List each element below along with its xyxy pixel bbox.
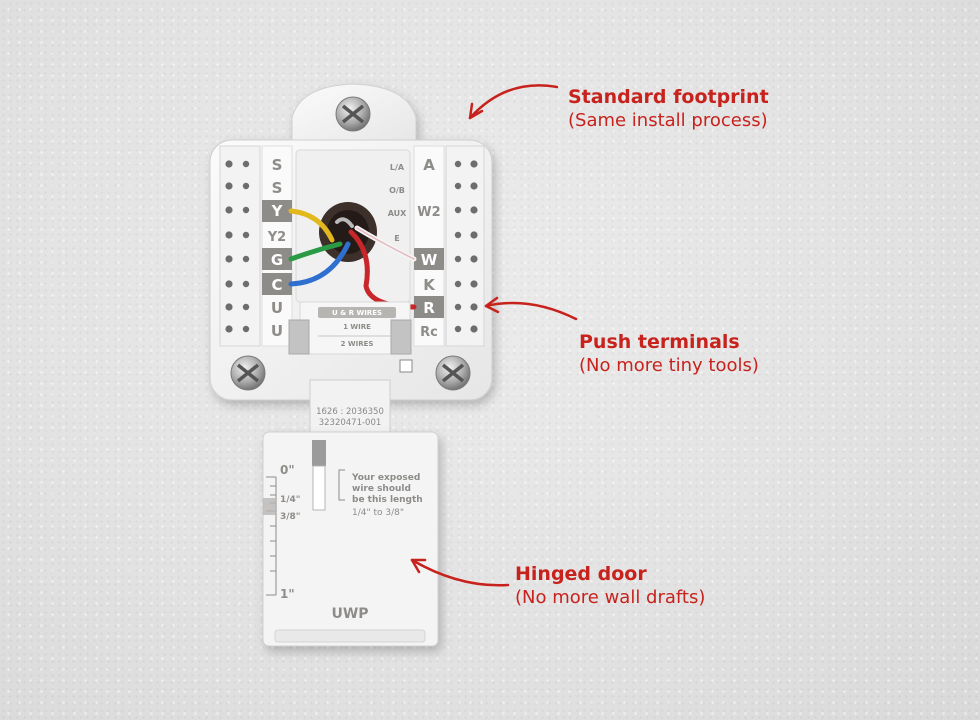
callout-hinged-door: Hinged door (No more wall drafts) bbox=[515, 562, 705, 610]
scale-zero: 0" bbox=[280, 463, 295, 477]
callout-title: Hinged door bbox=[515, 563, 647, 585]
left-push-holes bbox=[225, 160, 250, 333]
door-range: 1/4" to 3/8" bbox=[352, 508, 404, 518]
door-note-line2: wire should bbox=[352, 484, 411, 494]
callout-title: Standard footprint bbox=[568, 86, 769, 108]
scale-one: 1" bbox=[280, 587, 295, 601]
terminal-code-e: E bbox=[394, 234, 399, 243]
terminal-label-a: A bbox=[423, 156, 435, 174]
terminal-label-w2: W2 bbox=[417, 205, 440, 220]
occupied-terminal-tags bbox=[262, 200, 444, 318]
scale-three-eighths: 3/8" bbox=[280, 512, 301, 522]
callout-arrows bbox=[410, 84, 578, 587]
door-tab bbox=[312, 440, 326, 466]
callout-subtitle: (Same install process) bbox=[568, 110, 768, 131]
wire-guide-header: U & R WIRES bbox=[332, 309, 382, 317]
door-note-line3: be this length bbox=[352, 495, 423, 505]
door-brand: UWP bbox=[331, 606, 368, 622]
terminal-label-k: K bbox=[423, 276, 436, 294]
door-note-line1: Your exposed bbox=[351, 473, 420, 483]
screw-right bbox=[435, 355, 471, 391]
terminal-label-c: C bbox=[271, 276, 282, 294]
right-push-holes bbox=[454, 160, 478, 333]
terminal-label-y2: Y2 bbox=[267, 230, 286, 245]
callout-subtitle: (No more tiny tools) bbox=[579, 355, 759, 376]
terminal-label-rc: Rc bbox=[420, 325, 438, 340]
terminal-label-r: R bbox=[423, 299, 435, 317]
callout-title: Push terminals bbox=[579, 331, 740, 353]
hinged-door bbox=[262, 431, 439, 647]
terminal-label-w: W bbox=[421, 251, 438, 269]
callout-push-terminals: Push terminals (No more tiny tools) bbox=[579, 330, 759, 378]
part-number: 32320471-001 bbox=[319, 418, 382, 428]
wire-guide-one-wire: 1 WIRE bbox=[343, 323, 371, 331]
terminal-label-u1: U bbox=[271, 299, 283, 317]
door-hinge bbox=[309, 379, 391, 437]
terminal-label-g: G bbox=[271, 251, 283, 269]
model-code: 1626 : 2036350 bbox=[316, 407, 384, 417]
screw-left bbox=[230, 355, 266, 391]
terminal-label-u2: U bbox=[271, 322, 283, 340]
terminal-code-ob: O/B bbox=[389, 186, 405, 195]
callout-standard-footprint: Standard footprint (Same install process… bbox=[568, 85, 769, 133]
terminal-label-y: Y bbox=[271, 202, 284, 220]
terminal-code-la: L/A bbox=[390, 163, 405, 172]
scale-quarter: 1/4" bbox=[280, 495, 301, 505]
callout-subtitle: (No more wall drafts) bbox=[515, 587, 706, 608]
terminal-label-s1: S bbox=[272, 156, 283, 174]
terminal-label-s2: S bbox=[272, 179, 283, 197]
wire-guide-two-wires: 2 WIRES bbox=[341, 340, 374, 348]
terminal-code-aux: AUX bbox=[388, 209, 407, 218]
screw-top bbox=[335, 96, 371, 132]
